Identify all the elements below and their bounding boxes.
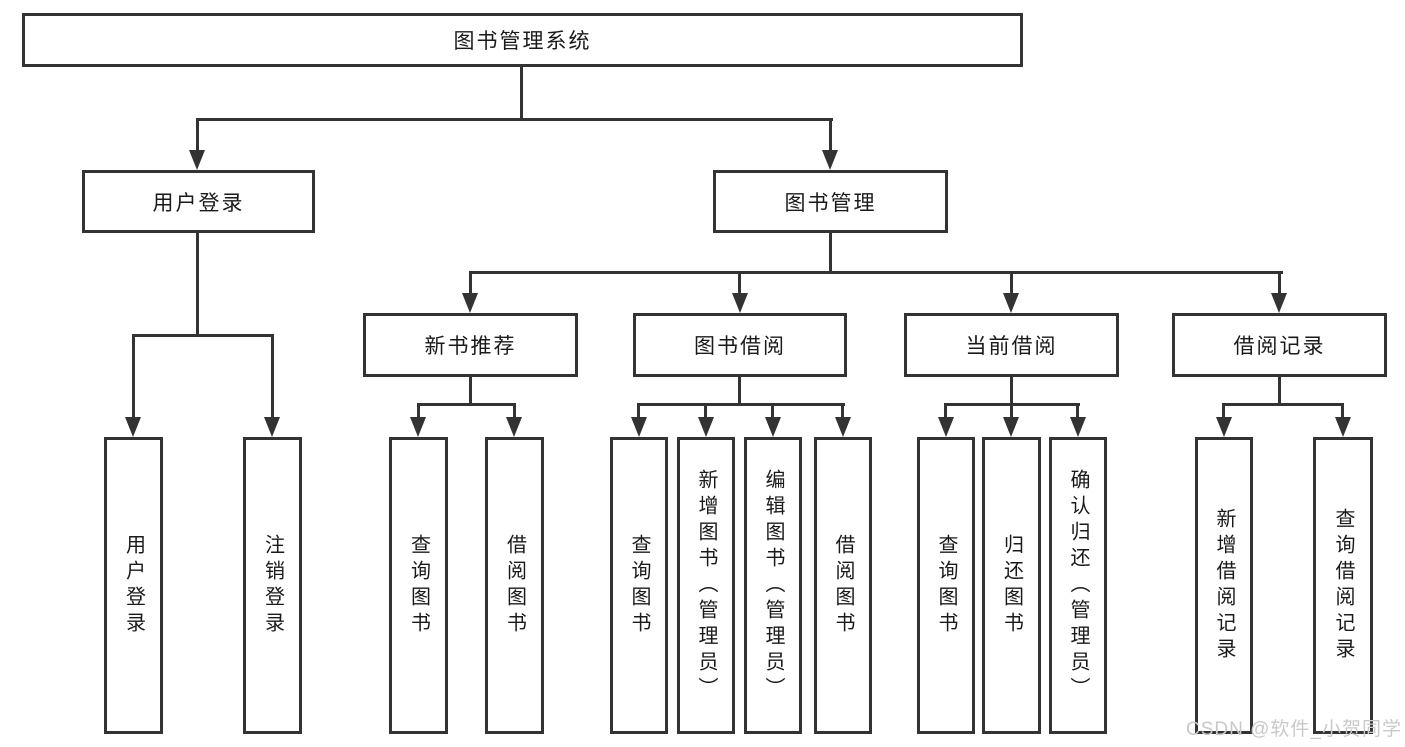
node-borrowing-records: 借阅记录 [1172,313,1387,377]
connector-book-mgmt-vline [829,233,832,273]
connector-user-login-hline [132,334,274,337]
connector-leaf-stem [704,403,707,419]
connector-leaf-stem [1010,403,1013,419]
connector-book-borrow-hline [637,403,845,406]
arrowhead-down-icon [1216,417,1232,437]
connector-leaf-stem [271,334,274,419]
connector-leaf-stem [417,403,420,419]
connector-level3-stem [738,271,741,295]
node-current-borrow-label: 当前借阅 [965,335,1058,358]
leaf-return-books: 归还图书 [982,437,1041,734]
connector-leaf-stem [1341,403,1344,419]
connector-level3-hline [469,271,1283,274]
arrowhead-down-icon [410,417,426,437]
connector-level3-stem [1010,271,1013,295]
connector-user-login-vline [196,233,199,336]
arrowhead-down-icon [1070,417,1086,437]
node-new-book-recommendation: 新书推荐 [363,313,578,377]
leaf-borrow-books-2-label: 借阅图书 [832,533,854,638]
connector-root-vline [520,67,523,120]
arrowhead-down-icon [462,293,478,313]
arrowhead-down-icon [822,150,838,170]
leaf-query-books-3: 查询图书 [917,437,975,734]
arrowhead-down-icon [189,150,205,170]
leaf-user-login-label: 用户登录 [122,533,145,638]
arrowhead-down-icon [938,417,954,437]
leaf-add-books-admin-label: 新增图书（管理员） [695,468,717,703]
leaf-return-books-label: 归还图书 [1000,533,1023,638]
leaf-borrow-books-2: 借阅图书 [814,437,872,734]
node-new-book-label: 新书推荐 [424,335,517,358]
arrowhead-down-icon [1271,293,1287,313]
connector-level3-stem [469,271,472,295]
connector-book-borrow-vline [738,377,741,406]
connector-book-mgmt-stem [829,118,832,152]
connector-borrow-records-hline [1222,403,1344,406]
connector-level2-hline [196,118,833,121]
leaf-add-borrow-record-label: 新增借阅记录 [1213,507,1235,664]
node-borrow-records-label: 借阅记录 [1233,335,1326,358]
connector-leaf-stem [841,403,844,419]
node-user-login-label: 用户登录 [152,191,245,215]
arrowhead-down-icon [698,417,714,437]
leaf-add-books-admin: 新增图书（管理员） [677,437,735,734]
arrowhead-down-icon [125,417,141,437]
leaf-query-books-3-label: 查询图书 [935,533,957,638]
leaf-query-borrow-record-label: 查询借阅记录 [1332,507,1354,664]
leaf-user-login: 用户登录 [104,437,163,734]
connector-leaf-stem [944,403,947,419]
node-book-management-system: 图书管理系统 [22,13,1023,67]
arrowhead-down-icon [732,293,748,313]
arrowhead-down-icon [264,417,280,437]
connector-user-login-stem [196,118,199,152]
leaf-borrow-books-1-label: 借阅图书 [503,533,526,638]
connector-leaf-stem [132,334,135,419]
leaf-edit-books-admin-label: 编辑图书（管理员） [762,468,784,703]
node-book-management-label: 图书管理 [784,191,877,215]
arrowhead-down-icon [1003,293,1019,313]
connector-leaf-stem [1222,403,1225,419]
arrowhead-down-icon [1003,417,1019,437]
leaf-logout: 注销登录 [243,437,302,734]
csdn-watermark: CSDN @软件_小贺同学 [1186,719,1402,740]
connector-borrow-records-vline [1278,377,1281,406]
connector-leaf-stem [637,403,640,419]
node-user-login: 用户登录 [82,170,315,233]
leaf-query-books-2-label: 查询图书 [628,533,650,638]
leaf-borrow-books-1: 借阅图书 [485,437,544,734]
leaf-confirm-return-admin-label: 确认归还（管理员） [1067,468,1089,703]
leaf-query-books-1: 查询图书 [389,437,448,734]
arrowhead-down-icon [835,417,851,437]
connector-current-borrow-vline [1010,377,1013,406]
leaf-query-books-1-label: 查询图书 [407,533,430,638]
node-book-borrowing: 图书借阅 [633,313,847,377]
connector-new-book-hline [417,403,516,406]
arrowhead-down-icon [631,417,647,437]
connector-level3-stem [1278,271,1281,295]
node-book-management: 图书管理 [713,170,948,233]
connector-leaf-stem [771,403,774,419]
node-book-borrow-label: 图书借阅 [694,335,786,358]
node-current-borrowing: 当前借阅 [904,313,1119,377]
node-root-label: 图书管理系统 [453,30,592,53]
connector-leaf-stem [1076,403,1079,419]
arrowhead-down-icon [1335,417,1351,437]
arrowhead-down-icon [765,417,781,437]
leaf-query-borrow-record: 查询借阅记录 [1313,437,1373,734]
arrowhead-down-icon [506,417,522,437]
leaf-add-borrow-record: 新增借阅记录 [1195,437,1253,734]
leaf-logout-label: 注销登录 [261,533,284,638]
leaf-confirm-return-admin: 确认归还（管理员） [1049,437,1107,734]
leaf-edit-books-admin: 编辑图书（管理员） [744,437,802,734]
connector-leaf-stem [513,403,516,419]
connector-new-book-vline [469,377,472,406]
leaf-query-books-2: 查询图书 [610,437,668,734]
